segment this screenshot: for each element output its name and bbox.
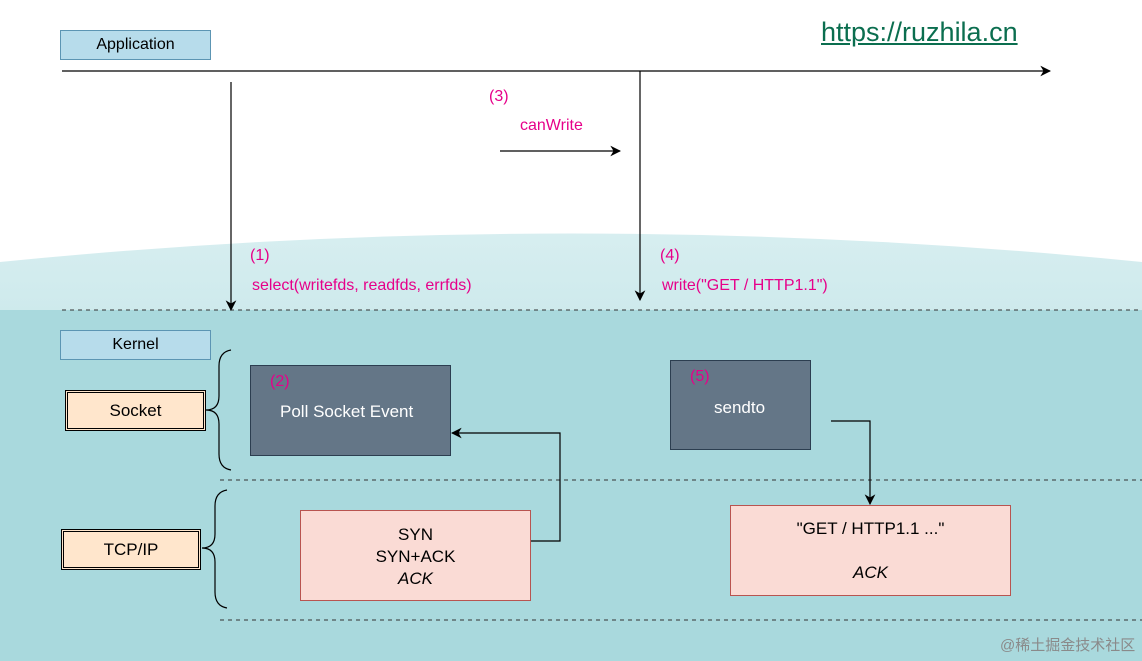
handshake-to-poll-arrow <box>450 427 561 542</box>
sendto-box: (5) sendto <box>670 360 811 450</box>
step3-number: (3) <box>489 88 509 105</box>
step1-text: select(writefds, readfds, errfds) <box>252 277 472 294</box>
step2-text: Poll Socket Event <box>280 402 414 421</box>
step5-number: (5) <box>690 368 710 385</box>
socket-brace <box>205 349 232 471</box>
step4-text: write("GET / HTTP1.1") <box>662 277 828 294</box>
handshake-ack: ACK <box>398 569 433 588</box>
kernel-label: Kernel <box>60 330 211 360</box>
tcpip-brace <box>201 489 228 609</box>
handshake-syn-ack: SYN+ACK <box>375 547 456 566</box>
application-label: Application <box>60 30 211 60</box>
data-ack-text: ACK <box>853 563 888 582</box>
step5-text: sendto <box>714 398 766 417</box>
step4-number: (4) <box>660 247 680 264</box>
poll-socket-event-box: (2) Poll Socket Event <box>250 365 451 456</box>
step2-number: (2) <box>270 373 290 390</box>
step3-text: canWrite <box>520 117 583 134</box>
step1-number: (1) <box>250 247 270 264</box>
website-url-link[interactable]: https://ruzhila.cn <box>821 17 1018 47</box>
tcpip-layer-box: TCP/IP <box>61 529 201 570</box>
kernel-background-fill <box>0 310 1142 661</box>
socket-layer-box: Socket <box>65 390 206 431</box>
handshake-box: SYN SYN+ACK ACK <box>300 510 531 601</box>
data-box: "GET / HTTP1.1 ..." ACK <box>730 505 1011 596</box>
handshake-syn: SYN <box>398 525 433 544</box>
watermark: @稀土掘金技术社区 <box>1000 637 1136 654</box>
data-payload-text: "GET / HTTP1.1 ..." <box>796 519 945 538</box>
sendto-to-data-arrow <box>831 420 876 506</box>
